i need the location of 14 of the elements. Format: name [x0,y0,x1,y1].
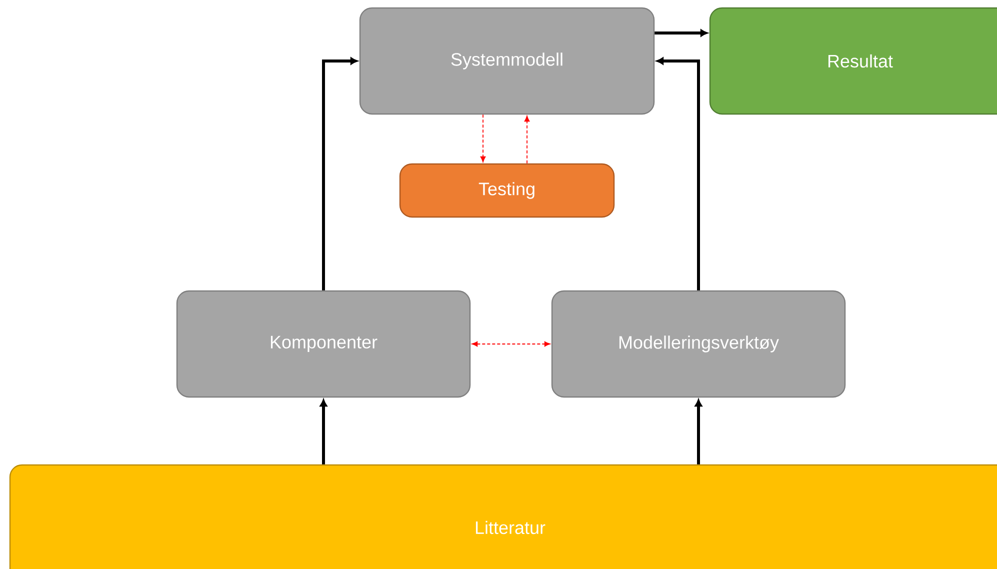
arrow [320,400,328,464]
process-box: Testing [399,163,615,218]
process-box: Systemmodell [359,7,655,115]
arrow [694,400,702,464]
arrow [472,341,550,347]
arrow [322,57,358,290]
arrow [480,114,486,162]
arrow [656,57,700,290]
source-band: Litteratur [9,464,997,569]
process-box: Komponenter [176,290,471,398]
process-box: Modelleringsverktøy [551,290,846,398]
arrow [524,116,530,164]
arrow [654,29,708,37]
result-box: Resultat [709,7,997,115]
